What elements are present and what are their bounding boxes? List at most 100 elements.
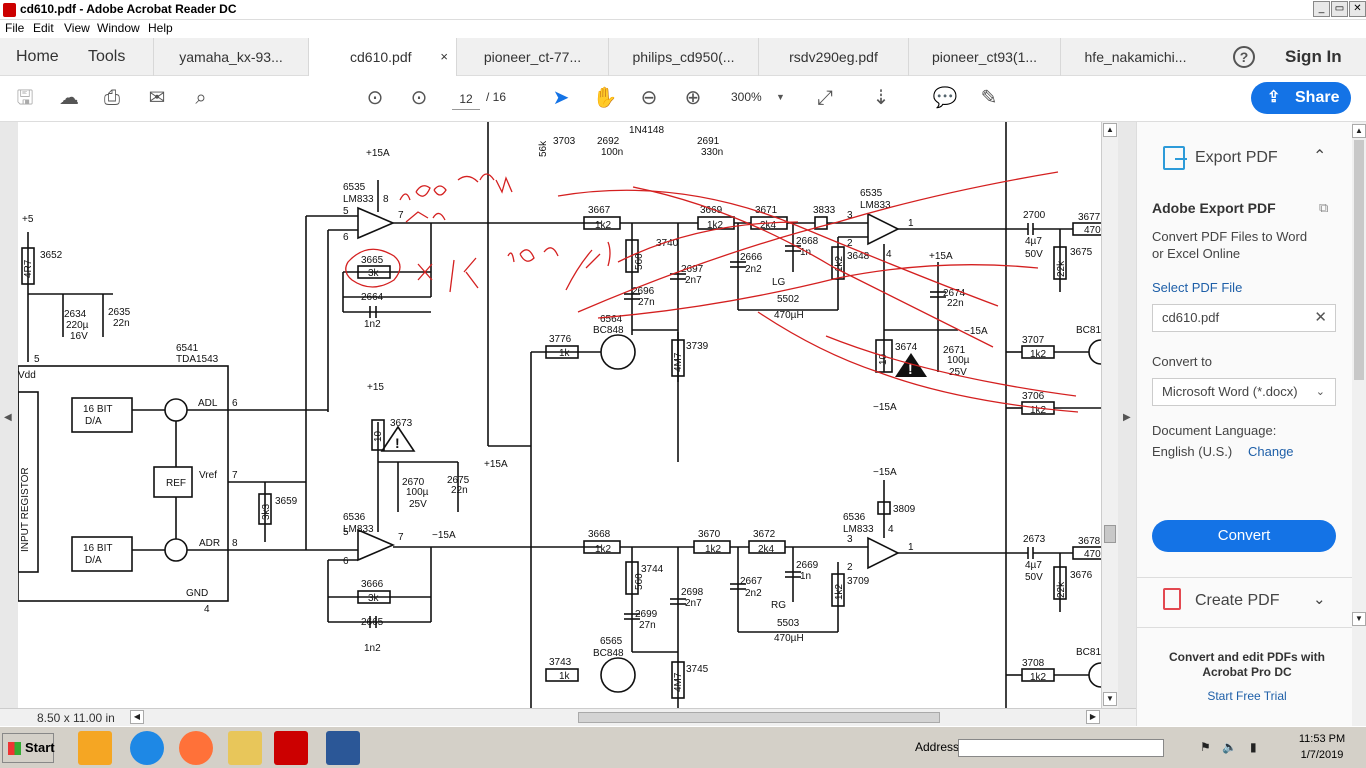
upload-cloud-icon[interactable]: ☁ <box>59 87 79 109</box>
search-icon[interactable]: ⌕ <box>195 87 207 109</box>
vertical-scrollbar[interactable]: ▲ ▼ <box>1101 122 1118 708</box>
share-button[interactable]: ⇪ Share <box>1251 82 1351 114</box>
svg-text:3677: 3677 <box>1078 212 1101 223</box>
svg-text:1n: 1n <box>800 247 811 258</box>
svg-text:2665: 2665 <box>361 617 384 628</box>
svg-text:3745: 3745 <box>686 664 709 675</box>
svg-text:1k2: 1k2 <box>1030 349 1047 360</box>
selected-file-field[interactable]: cd610.pdf ✕ <box>1152 304 1336 332</box>
svg-text:2: 2 <box>847 562 853 573</box>
svg-text:2691: 2691 <box>697 136 720 147</box>
page-number-input[interactable]: 12 <box>452 88 480 110</box>
next-page-icon[interactable]: ⊙ <box>410 87 428 109</box>
collapse-chevron-icon[interactable]: ⌃ <box>1313 148 1327 165</box>
svg-text:4R7: 4R7 <box>23 259 34 278</box>
svg-text:2698: 2698 <box>681 587 704 598</box>
close-tab-icon[interactable]: × <box>440 49 448 64</box>
acrobat-taskbar-icon[interactable] <box>274 731 308 765</box>
email-icon[interactable]: ✉ <box>148 87 166 109</box>
horizontal-scroll-thumb[interactable] <box>578 712 940 723</box>
scroll-right-icon[interactable]: ▶ <box>1086 710 1100 724</box>
svg-text:3706: 3706 <box>1022 391 1045 402</box>
pane-scroll-down-icon[interactable]: ▼ <box>1352 612 1366 626</box>
firefox-icon[interactable] <box>179 731 213 765</box>
svg-text:2700: 2700 <box>1023 210 1046 221</box>
network-icon[interactable]: ⚑ <box>1200 740 1211 754</box>
menu-file[interactable]: File <box>5 21 25 35</box>
menu-help[interactable]: Help <box>148 21 173 35</box>
close-window-button[interactable]: ✕ <box>1349 1 1366 17</box>
svg-text:1k2: 1k2 <box>595 220 612 231</box>
signal-icon[interactable]: ▮ <box>1250 740 1257 754</box>
internet-explorer-icon[interactable] <box>130 731 164 765</box>
start-trial-link[interactable]: Start Free Trial <box>1207 689 1287 703</box>
scroll-down-icon[interactable]: ▼ <box>1103 692 1117 706</box>
svg-text:1k2: 1k2 <box>1030 405 1047 416</box>
create-pdf-section[interactable]: Create PDF ⌄ <box>1137 578 1353 628</box>
previous-page-icon[interactable]: ⊙ <box>366 87 384 109</box>
clear-file-icon[interactable]: ✕ <box>1314 309 1327 326</box>
scroll-mode-icon[interactable]: ⇣ <box>872 87 890 109</box>
minimize-button[interactable]: _ <box>1313 1 1330 17</box>
export-pdf-header[interactable]: Export PDF <box>1195 149 1278 166</box>
tab-yamaha[interactable]: yamaha_kx-93... <box>153 38 308 76</box>
horizontal-scrollbar[interactable]: ◀ ▶ <box>130 710 1100 725</box>
tab-philips[interactable]: philips_cd950(... <box>608 38 758 76</box>
share-label: Share <box>1295 89 1340 106</box>
hand-tool-icon[interactable]: ✋ <box>592 87 618 109</box>
convert-button[interactable]: Convert <box>1152 520 1336 552</box>
left-panel-toggle[interactable]: ◀ <box>0 122 18 708</box>
scroll-left-icon[interactable]: ◀ <box>130 710 144 724</box>
scroll-up-icon[interactable]: ▲ <box>1103 123 1117 137</box>
svg-text:BC848: BC848 <box>593 325 624 336</box>
tab-pioneer-ct93[interactable]: pioneer_ct93(1... <box>908 38 1060 76</box>
comment-icon[interactable]: 💬 <box>932 87 958 109</box>
sign-in-link[interactable]: Sign In <box>1285 47 1342 66</box>
tools-tab[interactable]: Tools <box>88 48 126 65</box>
window-title: cd610.pdf - Adobe Acrobat Reader DC <box>20 2 237 16</box>
highlight-pen-icon[interactable]: ✎ <box>980 87 998 109</box>
tab-nakamichi[interactable]: hfe_nakamichi... <box>1060 38 1210 76</box>
address-input[interactable] <box>958 739 1164 757</box>
maximize-button[interactable]: ▭ <box>1331 1 1348 17</box>
copy-icon[interactable]: ⧉ <box>1319 200 1329 215</box>
svg-text:Vref: Vref <box>199 470 217 481</box>
file-explorer-icon[interactable] <box>228 731 262 765</box>
zoom-dropdown-icon[interactable]: ▼ <box>776 92 785 102</box>
help-icon[interactable]: ? <box>1233 46 1255 68</box>
tab-rsdv290eg[interactable]: rsdv290eg.pdf <box>758 38 908 76</box>
zoom-out-icon[interactable]: ⊖ <box>640 87 658 109</box>
select-cursor-icon[interactable]: ➤ <box>552 87 570 109</box>
menu-edit[interactable]: Edit <box>33 21 54 35</box>
vertical-scroll-thumb[interactable] <box>1104 525 1116 543</box>
zoom-in-icon[interactable]: ⊕ <box>684 87 702 109</box>
document-view[interactable]: ! ! +15A 6535 LM833 8 5 6 7 3703 56k 269… <box>18 122 1101 708</box>
clock-time[interactable]: 11:53 PM <box>1298 733 1346 745</box>
svg-text:GND: GND <box>186 588 208 599</box>
volume-icon[interactable]: 🔈 <box>1222 740 1237 754</box>
tab-pioneer-ct77[interactable]: pioneer_ct-77... <box>456 38 608 76</box>
menu-window[interactable]: Window <box>97 21 140 35</box>
pane-scroll-thumb[interactable] <box>1354 140 1364 380</box>
pane-scroll-up-icon[interactable]: ▲ <box>1352 124 1366 138</box>
start-button[interactable]: Start <box>2 733 55 763</box>
create-pdf-header[interactable]: Create PDF <box>1195 592 1280 609</box>
clock-date[interactable]: 1/7/2019 <box>1300 749 1344 761</box>
svg-text:3667: 3667 <box>588 205 611 216</box>
svg-text:2n2: 2n2 <box>745 588 762 599</box>
print-icon[interactable]: ⎙ <box>104 87 120 109</box>
change-language-link[interactable]: Change <box>1248 444 1294 459</box>
tools-pane-scrollbar[interactable]: ▲ ▼ <box>1352 122 1366 726</box>
tab-cd610[interactable]: cd610.pdf × <box>308 38 456 76</box>
fit-page-icon[interactable]: ⤢ <box>817 87 833 109</box>
media-player-icon[interactable] <box>78 731 112 765</box>
expand-chevron-icon[interactable]: ⌄ <box>1313 591 1326 608</box>
word-icon[interactable] <box>326 731 360 765</box>
zoom-level[interactable]: 300% <box>731 90 762 104</box>
save-icon[interactable]: 🖫 <box>16 87 34 109</box>
home-tab[interactable]: Home <box>16 48 59 65</box>
svg-text:6: 6 <box>232 398 238 409</box>
convert-to-select[interactable]: Microsoft Word (*.docx) ⌄ <box>1152 378 1336 406</box>
right-panel-toggle[interactable]: ▶ <box>1118 122 1136 708</box>
menu-view[interactable]: View <box>64 21 90 35</box>
